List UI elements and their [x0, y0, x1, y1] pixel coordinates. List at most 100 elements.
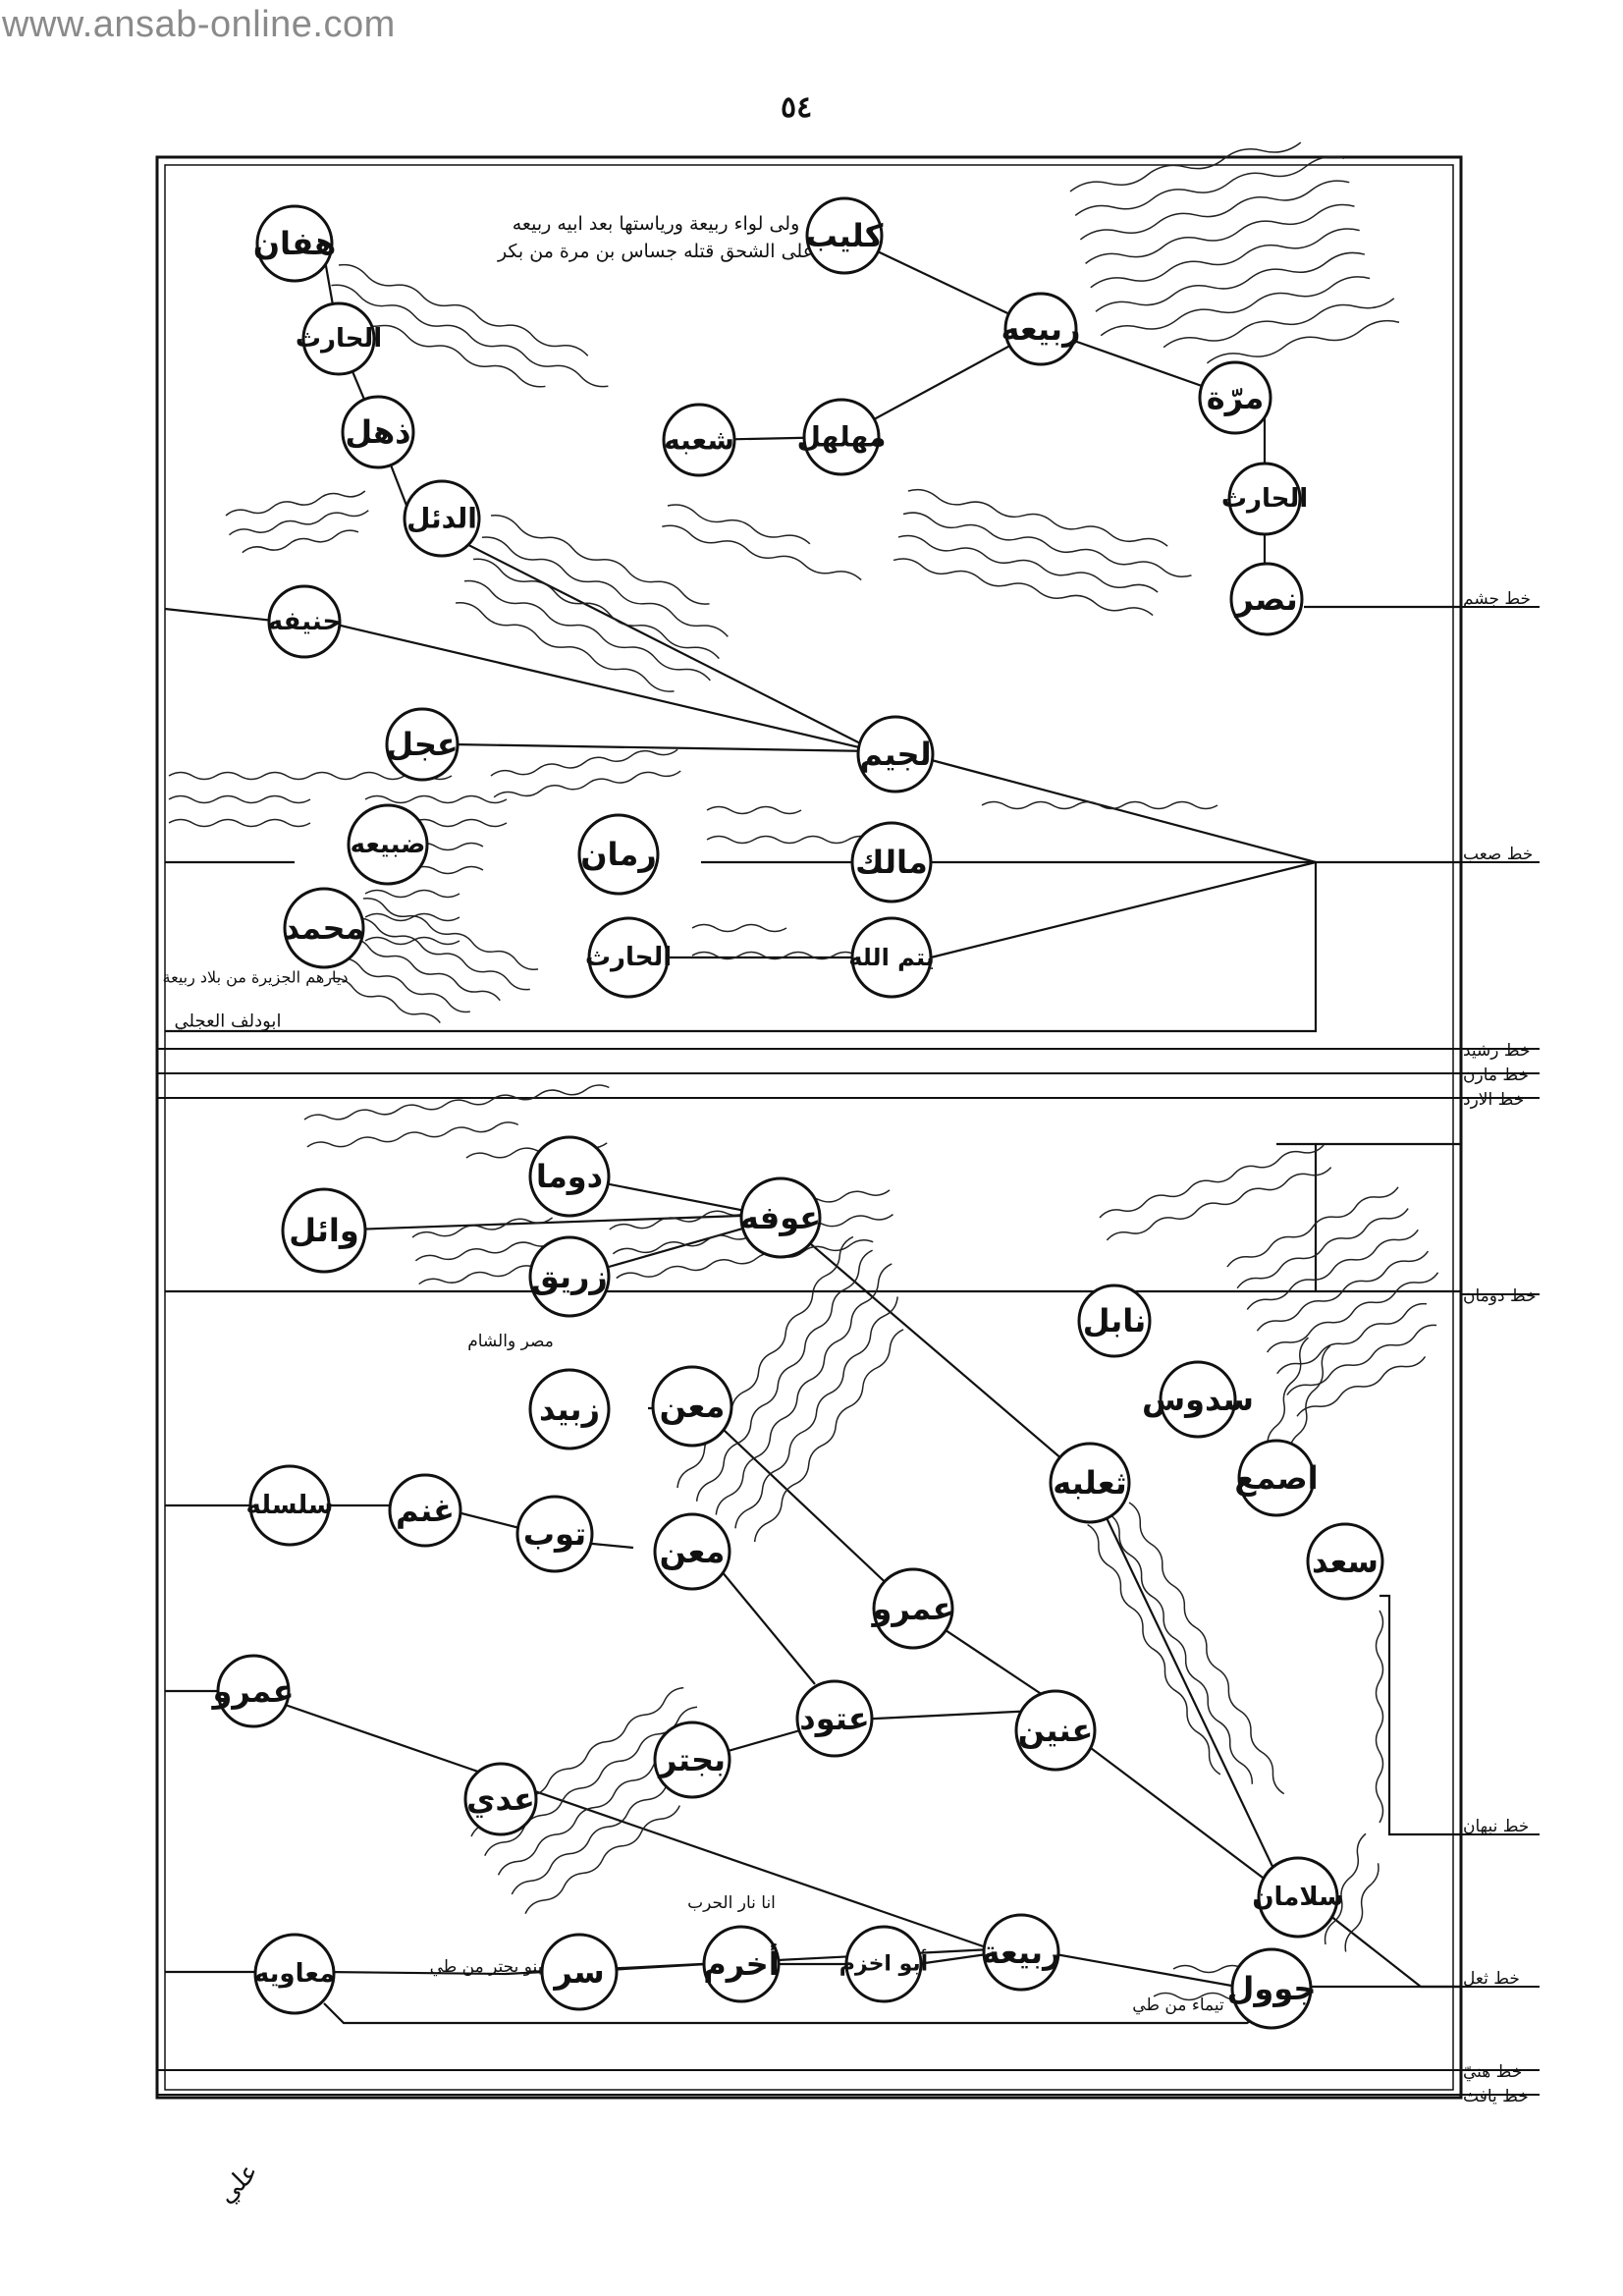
node-abu-akhzam: أبو اخزم — [839, 1925, 928, 2003]
node-label: الحارث — [296, 324, 382, 354]
node-tawb: توب — [515, 1495, 594, 1573]
node-label: عدي — [466, 1780, 535, 1818]
side-label-azd: خط الازد — [1463, 1090, 1524, 1110]
node-label: يتم الله — [848, 944, 935, 971]
node-salaman: سلامان — [1252, 1856, 1344, 1939]
node-label: معن — [660, 1388, 726, 1425]
node-label: شعبه — [664, 424, 734, 457]
node-label: غنم — [396, 1492, 455, 1529]
node-label: نابل — [1083, 1302, 1147, 1339]
juwal-note: تيماء من طي — [1132, 1995, 1224, 2015]
side-label-duman: خط دومان — [1463, 1286, 1537, 1306]
side-labels: خط جشم خط صعب خط رشيد خط مازن خط الازد خ… — [1463, 589, 1537, 2106]
node-harith-taym: الحارث — [585, 916, 672, 999]
side-label-hunay: خط هنيّ — [1463, 2062, 1522, 2082]
node-label: سلامان — [1252, 1883, 1343, 1912]
node-dubaya: ضبيعه — [347, 803, 429, 886]
node-muhammad: محمد — [283, 887, 365, 969]
side-label-saab: خط صعب — [1463, 845, 1533, 864]
node-murra: مرّة — [1198, 360, 1272, 435]
kulayb-note-line1: ولى لواء ربيعة ورياستها بعد ابيه ربيعه — [513, 213, 800, 235]
node-rabia: ربيعه — [1001, 292, 1081, 366]
node-zubayd: زبيد — [528, 1368, 611, 1450]
node-label: حنيفه — [268, 607, 341, 636]
node-muawiya: معاويه — [253, 1933, 336, 2015]
node-label: الحارث — [1221, 484, 1308, 514]
node-label: عتود — [799, 1700, 869, 1737]
signature: علي — [212, 2157, 265, 2210]
node-awfa: عوفه — [739, 1176, 822, 1259]
node-label: جوول — [1227, 1970, 1317, 2007]
node-man-upper: معن — [651, 1365, 733, 1448]
node-malik: مالك — [850, 821, 933, 903]
node-label: عمرو — [870, 1590, 953, 1627]
node-label: أبو اخزم — [839, 1948, 928, 1977]
node-label: عجل — [386, 726, 458, 763]
node-harith-murra: الحارث — [1221, 462, 1308, 536]
node-man-lower: معن — [653, 1512, 731, 1591]
node-thaalaba: ثعلبه — [1049, 1442, 1131, 1524]
node-label: اصمع — [1234, 1459, 1318, 1497]
side-label-nabhan: خط نبهان — [1463, 1817, 1529, 1836]
node-label: لجيم — [859, 736, 931, 773]
node-label: أخرم — [703, 1943, 779, 1983]
node-ruman: رمان — [577, 813, 660, 896]
node-label: كليب — [806, 217, 884, 254]
node-harith-hiffan: الحارث — [296, 301, 382, 376]
node-label: ذهل — [345, 413, 410, 451]
dubaya-note: ديارهم الجزيرة من بلاد ربيعة — [163, 968, 349, 988]
node-label: ثعلبه — [1053, 1464, 1127, 1502]
node-label: ربيعه — [1001, 310, 1081, 348]
kulayb-note-line2: على الشحق قتله جساس بن مرة من بكر — [497, 241, 814, 262]
node-label: الحارث — [585, 943, 672, 972]
node-taym-allah: يتم الله — [848, 916, 935, 999]
node-label: سدوس — [1142, 1381, 1254, 1418]
node-bujtur: بجتر — [653, 1721, 731, 1799]
node-amr-left: عمرو — [210, 1654, 295, 1728]
side-label-rashid: خط رشيد — [1463, 1041, 1531, 1061]
side-label-thual: خط ثعل — [1463, 1969, 1520, 1989]
node-label: توب — [523, 1515, 586, 1553]
node-label: رمان — [580, 836, 657, 873]
node-shuba: شعبه — [662, 403, 736, 477]
node-juwal: جوول — [1227, 1947, 1317, 2030]
node-sadus: سدوس — [1142, 1360, 1254, 1439]
node-label: محمد — [284, 909, 365, 947]
node-muhalhil: مهلهل — [797, 398, 887, 476]
node-label: هفان — [253, 225, 337, 262]
akhram-note: انا نار الحرب — [687, 1893, 776, 1913]
node-label: بجتر — [657, 1741, 726, 1778]
node-label: مهلهل — [797, 421, 887, 454]
sarr-note: بنو بحتر من طي — [430, 1957, 543, 1977]
website-watermark: www.ansab-online.com — [2, 4, 396, 45]
node-dhuhl: ذهل — [341, 395, 415, 469]
node-zurayq: زريق — [528, 1235, 611, 1318]
node-lujaym: لجيم — [856, 715, 935, 793]
node-amr-mid: عمرو — [870, 1567, 954, 1650]
node-rabia-lower: ربيعة — [982, 1913, 1061, 1992]
node-kulayb: كليب — [805, 196, 884, 275]
node-label: مرّة — [1207, 379, 1265, 416]
node-label: زريق — [531, 1258, 608, 1295]
node-label: عمرو — [210, 1672, 294, 1710]
node-label: زبيد — [539, 1391, 600, 1428]
node-ataud: عتود — [795, 1679, 874, 1758]
node-ghanm: غنم — [388, 1473, 462, 1548]
node-adi: عدي — [463, 1762, 538, 1836]
node-akhram: أخرم — [702, 1925, 781, 2003]
side-label-mazin: خط مازن — [1463, 1066, 1529, 1085]
node-label: عنين — [1018, 1712, 1094, 1749]
side-label-jusham: خط جشم — [1463, 589, 1531, 609]
node-label: سر — [552, 1953, 604, 1991]
node-nabil: نابل — [1077, 1284, 1152, 1358]
side-label-yafith: خط يافث — [1463, 2087, 1529, 2106]
node-label: سلسله — [245, 1491, 333, 1520]
muhammad-note: ابودلف العجلي — [175, 1011, 282, 1032]
page-number: ٥٤ — [781, 90, 813, 125]
node-hiffan: هفان — [253, 204, 337, 283]
node-hanifa: حنيفه — [267, 584, 342, 659]
node-label: ربيعة — [982, 1934, 1061, 1971]
node-label: معاويه — [254, 1959, 335, 1989]
node-nasr: نصر — [1229, 562, 1304, 636]
